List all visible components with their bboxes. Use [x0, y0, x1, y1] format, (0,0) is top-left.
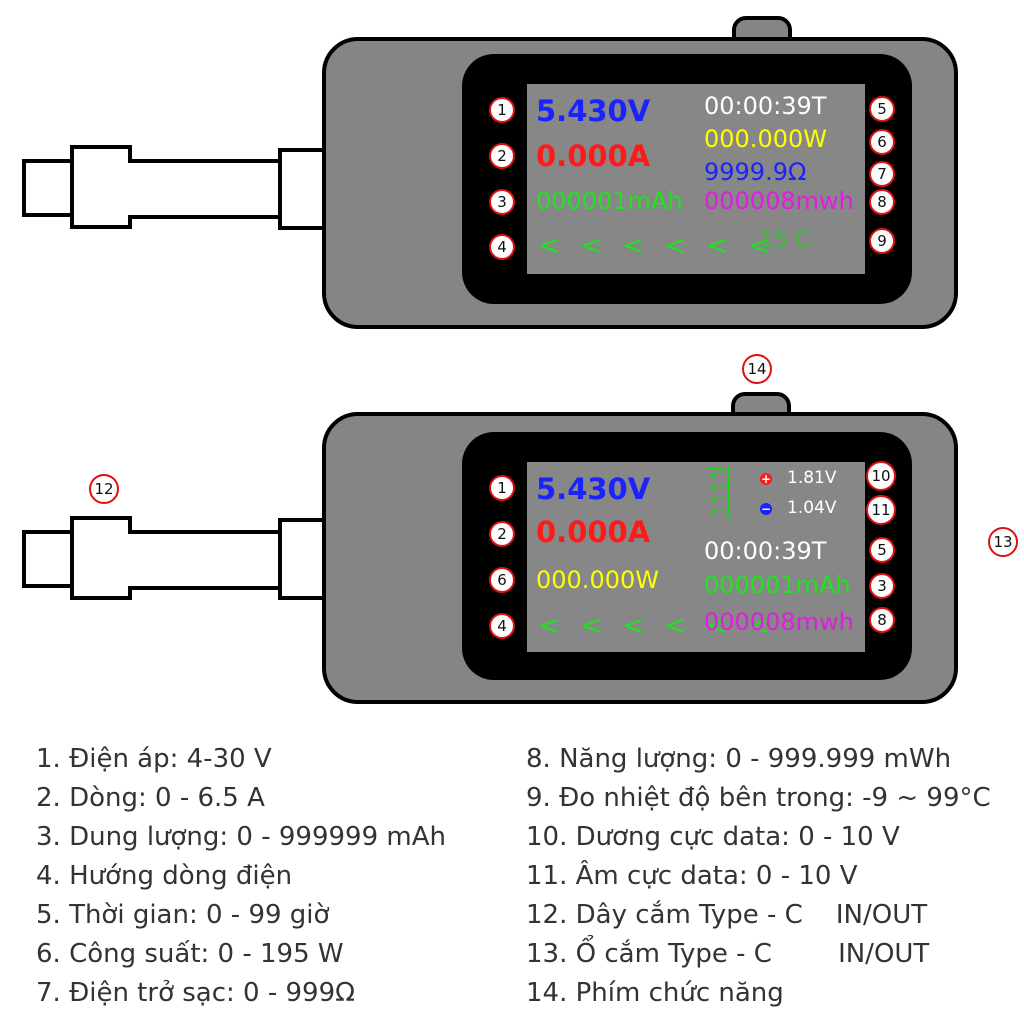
legend-item: 1. Điện áp: 4-30 V — [36, 744, 272, 774]
power-readout: 000.000W — [536, 566, 659, 594]
legend-right: 8. Năng lượng: 0 - 999.999 mWh 9. Đo nhi… — [526, 740, 991, 1013]
pin-label-vplus: V+ — [718, 506, 729, 514]
energy-readout: 000008mwh — [704, 608, 854, 636]
marker-2: 2 — [489, 143, 515, 169]
cable-wire — [128, 530, 282, 590]
legend-left: 1. Điện áp: 4-30 V 2. Dòng: 0 - 6.5 A 3.… — [36, 740, 446, 1013]
pin-label-dminus: D- — [718, 494, 726, 502]
lcd-screen — [527, 462, 865, 652]
dplus-icon: + — [760, 472, 772, 486]
cable-plug-tip — [22, 530, 74, 588]
marker-1: 1 — [489, 475, 515, 501]
marker-8: 8 — [869, 189, 895, 215]
cable-wire — [128, 159, 282, 219]
current-readout: 0.000A — [536, 515, 651, 549]
data-pin-indicator: V- D+ D- V+ — [707, 468, 729, 520]
marker-4: 4 — [489, 234, 515, 260]
legend-item: 11. Âm cực data: 0 - 10 V — [526, 861, 858, 891]
legend-item: 3. Dung lượng: 0 - 999999 mAh — [36, 822, 446, 852]
legend-item: 2. Dòng: 0 - 6.5 A — [36, 783, 265, 813]
marker-6: 6 — [869, 129, 895, 155]
temperature-readout: 15 C — [760, 228, 811, 253]
current-direction-arrows: < < < < < < — [538, 611, 777, 641]
marker-1: 1 — [489, 97, 515, 123]
marker-9: 9 — [869, 228, 895, 254]
cable-strain-relief — [278, 148, 326, 230]
energy-readout: 000008mwh — [704, 187, 854, 215]
legend-item: 4. Hướng dòng điện — [36, 861, 293, 891]
marker-2: 2 — [489, 521, 515, 547]
marker-11: 11 — [866, 495, 896, 525]
cable-plug-collar — [70, 516, 132, 600]
current-readout: 0.000A — [536, 139, 651, 173]
pin-label-dplus: D+ — [718, 482, 730, 490]
marker-12: 12 — [89, 474, 119, 504]
capacity-readout: 000001mAh — [704, 571, 851, 599]
cable-plug-collar — [70, 145, 132, 229]
pin-bullet — [711, 509, 715, 513]
current-direction-arrows: < < < < < < — [538, 231, 777, 261]
voltage-readout: 5.430V — [536, 472, 651, 506]
legend-item: 8. Năng lượng: 0 - 999.999 mWh — [526, 744, 952, 774]
legend-item: 10. Dương cực data: 0 - 10 V — [526, 822, 900, 852]
power-readout: 000.000W — [704, 125, 827, 153]
dplus-voltage-readout: 1.81V — [787, 468, 837, 488]
pin-bullet — [711, 473, 715, 477]
legend-item: 12. Dây cắm Type - C IN/OUT — [526, 900, 928, 930]
time-readout: 00:00:39T — [704, 537, 827, 565]
marker-7: 7 — [869, 161, 895, 187]
cable-strain-relief — [278, 518, 326, 600]
resistance-readout: 9999.9Ω — [704, 158, 807, 186]
pin-bullet — [711, 497, 715, 501]
marker-10: 10 — [866, 461, 896, 491]
dminus-voltage-readout: 1.04V — [787, 498, 837, 518]
capacity-readout: 000001mAh — [536, 187, 683, 215]
cable-plug-tip — [22, 159, 74, 217]
legend-item: 7. Điện trở sạc: 0 - 999Ω — [36, 978, 355, 1008]
legend-item: 6. Công suất: 0 - 195 W — [36, 939, 344, 969]
pin-bullet — [711, 485, 715, 489]
marker-13: 13 — [988, 527, 1018, 557]
marker-5: 5 — [869, 96, 895, 122]
marker-3: 3 — [489, 189, 515, 215]
dminus-icon: − — [760, 502, 772, 516]
marker-5: 5 — [869, 537, 895, 563]
marker-8: 8 — [869, 607, 895, 633]
legend-item: 9. Đo nhiệt độ bên trong: -9 ~ 99°C — [526, 783, 991, 813]
voltage-readout: 5.430V — [536, 94, 651, 128]
marker-14: 14 — [742, 354, 772, 384]
legend-item: 14. Phím chức năng — [526, 978, 784, 1008]
lcd-screen — [527, 84, 865, 274]
pin-label-vminus: V- — [718, 470, 725, 478]
legend-item: 13. Ổ cắm Type - C IN/OUT — [526, 939, 930, 969]
marker-3: 3 — [869, 573, 895, 599]
marker-6: 6 — [489, 567, 515, 593]
time-readout: 00:00:39T — [704, 92, 827, 120]
legend-item: 5. Thời gian: 0 - 99 giờ — [36, 900, 330, 930]
marker-4: 4 — [489, 613, 515, 639]
